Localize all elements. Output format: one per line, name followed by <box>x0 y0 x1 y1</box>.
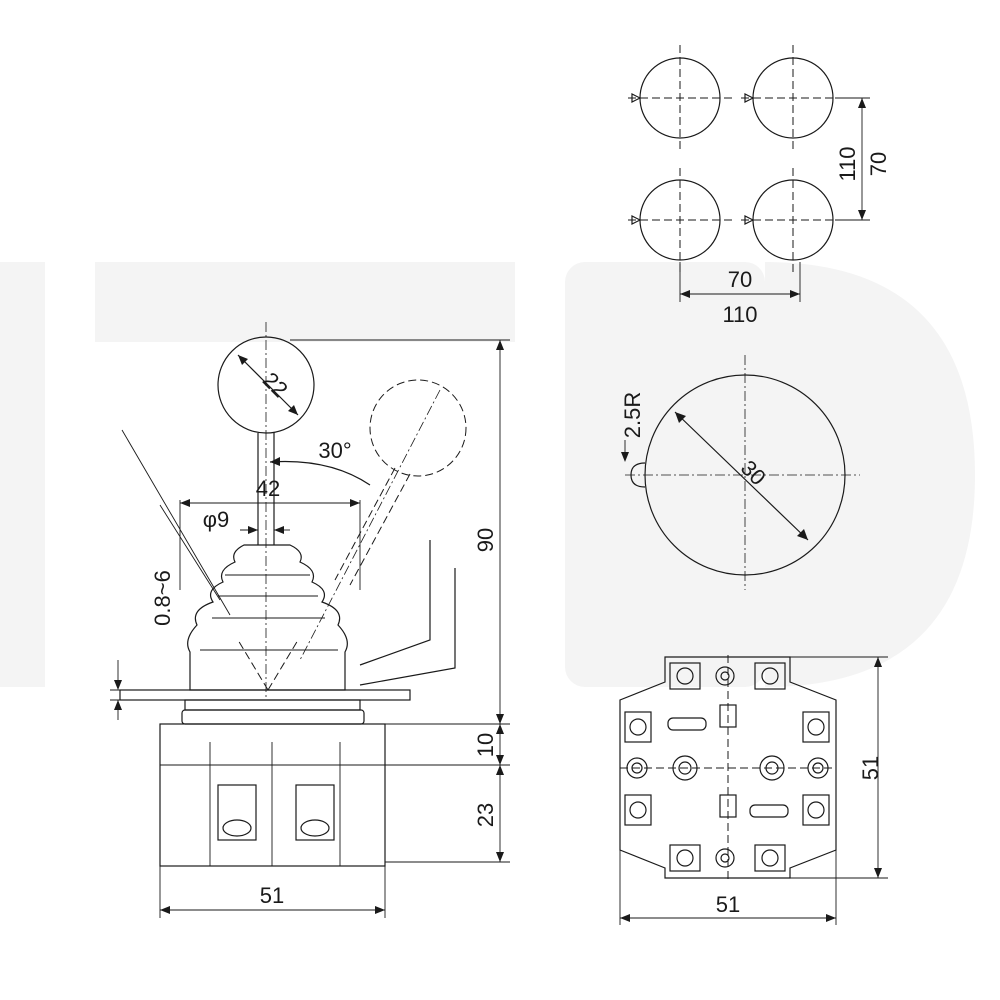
dim-body-width-51: 51 <box>260 883 284 908</box>
mount-circle-bottom-right <box>741 168 845 272</box>
mount-circle-top-left <box>628 45 732 150</box>
panel-cutout: 30 2.5R <box>620 355 860 590</box>
tilted-knob <box>369 379 467 477</box>
dim-body-23: 23 <box>473 803 498 827</box>
mounting-layout: 110 70 70 110 <box>628 45 891 327</box>
diameter-line <box>674 411 809 541</box>
dim-total-height-90: 90 <box>473 528 498 552</box>
rubber-boot <box>187 544 348 691</box>
switch-body <box>159 723 386 867</box>
dim-tilt-30: 30° <box>318 438 351 463</box>
dim-horizontal-110: 110 <box>722 302 757 327</box>
dim-knob-22: 22 <box>258 367 293 402</box>
dim-vertical-70: 70 <box>866 152 891 176</box>
dim-bottom-height-51: 51 <box>858 756 883 780</box>
mounting-panel <box>119 689 411 701</box>
flange <box>181 709 365 725</box>
watermark-logo <box>0 262 975 687</box>
dim-notch-radius: 2.5R <box>620 392 645 438</box>
dim-boot-42: 42 <box>256 476 280 501</box>
dim-vertical-110: 110 <box>835 146 860 181</box>
dim-flange-10: 10 <box>473 733 498 757</box>
mount-circle-bottom-left <box>628 168 732 272</box>
dim-shaft-phi9: φ9 <box>203 507 230 532</box>
mount-circle-top-right <box>741 45 845 150</box>
dim-panel-thickness: 0.8~6 <box>150 570 175 626</box>
knob-diameter-line <box>237 354 299 416</box>
dim-horizontal-70: 70 <box>728 267 752 292</box>
dim-bottom-width-51: 51 <box>716 892 740 917</box>
side-view: 22 30° 42 φ9 <box>110 322 510 918</box>
tilt-angle-arc <box>269 460 371 486</box>
bottom-view: 51 51 <box>619 655 888 925</box>
terminal-screws <box>624 662 830 872</box>
